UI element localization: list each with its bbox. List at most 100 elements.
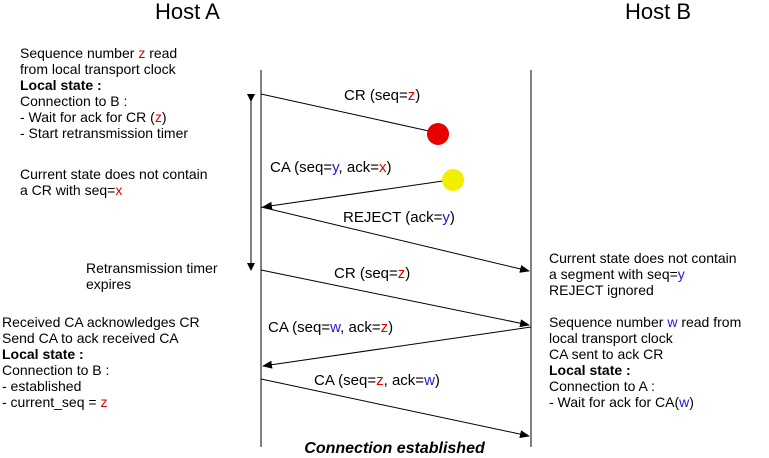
text-segment: ) <box>449 209 455 226</box>
variable-red: z <box>154 109 162 125</box>
note-line: a CR with seq=x <box>20 182 208 198</box>
variable-blue: y <box>442 209 450 226</box>
note-line: a segment with seq=y <box>549 266 737 282</box>
text-segment: CA (seq= <box>268 319 331 336</box>
arrow-cr-lost <box>260 93 439 134</box>
host-a-note-timer-expired: Retransmission timer expires <box>86 260 217 292</box>
variable-red: z <box>138 45 146 61</box>
variable-red: x <box>115 182 123 198</box>
note-line: - Wait for ack for CR (z) <box>20 109 188 125</box>
text-segment: CA sent to ack CR <box>549 346 664 362</box>
note-line: Connection to B : <box>20 93 188 109</box>
arrow-ca-ack <box>260 378 530 439</box>
note-line: Received CA acknowledges CR <box>2 314 200 330</box>
text-segment: CR (seq= <box>334 265 398 282</box>
note-line: REJECT ignored <box>549 282 737 298</box>
label-ca-reply: CA (seq=w, ack=z) <box>268 320 393 336</box>
label-cr-2: CR (seq=z) <box>334 266 410 282</box>
text-segment: a segment with seq= <box>549 266 678 282</box>
local-state-heading: Local state : <box>20 77 102 93</box>
text-segment: - Wait for ack for CA( <box>549 394 680 410</box>
note-lines: Connection to B :- Wait for ack for CR (… <box>20 93 188 141</box>
note-line: Current state does not contain <box>549 250 737 266</box>
text-segment: Received CA acknowledges CR <box>2 314 200 330</box>
text-segment: , ack= <box>338 159 379 176</box>
note-line: - Start retransmission timer <box>20 125 188 141</box>
note-line: from local transport clock <box>20 61 188 77</box>
text-segment: REJECT ignored <box>549 282 654 298</box>
text-segment: local transport clock <box>549 330 673 346</box>
text-segment: read from <box>677 314 742 330</box>
note-line: - Wait for ack for CA(w) <box>549 394 741 410</box>
host-a-title: Host A <box>155 0 220 24</box>
text-segment: CR (seq= <box>344 87 408 104</box>
note-line: - established <box>2 378 200 394</box>
arrow-reject <box>260 206 530 273</box>
text-segment: CA (seq= <box>314 372 377 389</box>
arrow-ca-reply <box>262 326 532 369</box>
text-segment: ) <box>415 87 421 104</box>
text-segment: - current_seq = <box>2 394 101 410</box>
text-segment: ) <box>689 394 694 410</box>
text-segment: Send CA to ack received CA <box>2 330 179 346</box>
note-line: Sequence number z read <box>20 45 188 61</box>
variable-blue: w <box>424 372 435 389</box>
note-lines: Connection to A :- Wait for ack for CA(w… <box>549 378 741 410</box>
text-segment: read <box>145 45 178 61</box>
note-lines: Connection to B :- established- current_… <box>2 362 200 410</box>
text-segment: ) <box>405 265 411 282</box>
text-segment: ) <box>386 159 392 176</box>
text-segment: Connection to A : <box>549 378 655 394</box>
label-reject: REJECT (ack=y) <box>343 210 455 226</box>
timer-line-2: expires <box>86 276 132 292</box>
local-state-heading: Local state : <box>549 362 631 378</box>
note-line: Connection to A : <box>549 378 741 394</box>
text-segment: , ack= <box>340 319 381 336</box>
note-line: Sequence number w read from <box>549 314 741 330</box>
note-line: - current_seq = z <box>2 394 200 410</box>
text-segment: ) <box>161 109 167 125</box>
variable-blue: w <box>667 314 678 330</box>
lost-segment-dot <box>427 123 449 145</box>
text-segment: Current state does not contain <box>20 166 208 182</box>
variable-red: z <box>407 87 416 104</box>
label-cr-1: CR (seq=z) <box>344 88 420 104</box>
note-line: Send CA to ack received CA <box>2 330 200 346</box>
variable-blue: w <box>330 319 341 336</box>
footer-caption: Connection established <box>304 440 485 457</box>
label-ca-old: CA (seq=y, ack=x) <box>270 160 391 176</box>
label-ca-ack: CA (seq=z, ack=w) <box>314 373 440 389</box>
text-segment: Connection to B : <box>20 93 128 109</box>
variable-red: x <box>378 159 387 176</box>
variable-blue: y <box>332 159 339 176</box>
variable-red: z <box>376 372 384 389</box>
variable-red: z <box>100 394 108 410</box>
arrow-ca-old <box>262 180 444 210</box>
late-segment-dot <box>442 169 464 191</box>
text-segment: , ack= <box>383 372 425 389</box>
text-segment: REJECT (ack= <box>343 209 443 226</box>
text-segment: Sequence number <box>549 314 668 330</box>
local-state-heading: Local state : <box>2 346 84 362</box>
text-segment: - established <box>2 378 82 394</box>
note-line: Current state does not contain <box>20 166 208 182</box>
text-segment: a CR with seq= <box>20 182 116 198</box>
host-b-title: Host B <box>625 0 692 24</box>
note-line: local transport clock <box>549 330 741 346</box>
text-segment: ) <box>434 372 440 389</box>
text-segment: ) <box>388 319 394 336</box>
text-segment: - Wait for ack for CR ( <box>20 109 155 125</box>
text-segment: Current state does not contain <box>549 250 737 266</box>
text-segment: CA (seq= <box>270 159 333 176</box>
timer-line-1: Retransmission timer <box>86 260 218 276</box>
text-segment: - Start retransmission timer <box>20 125 189 141</box>
